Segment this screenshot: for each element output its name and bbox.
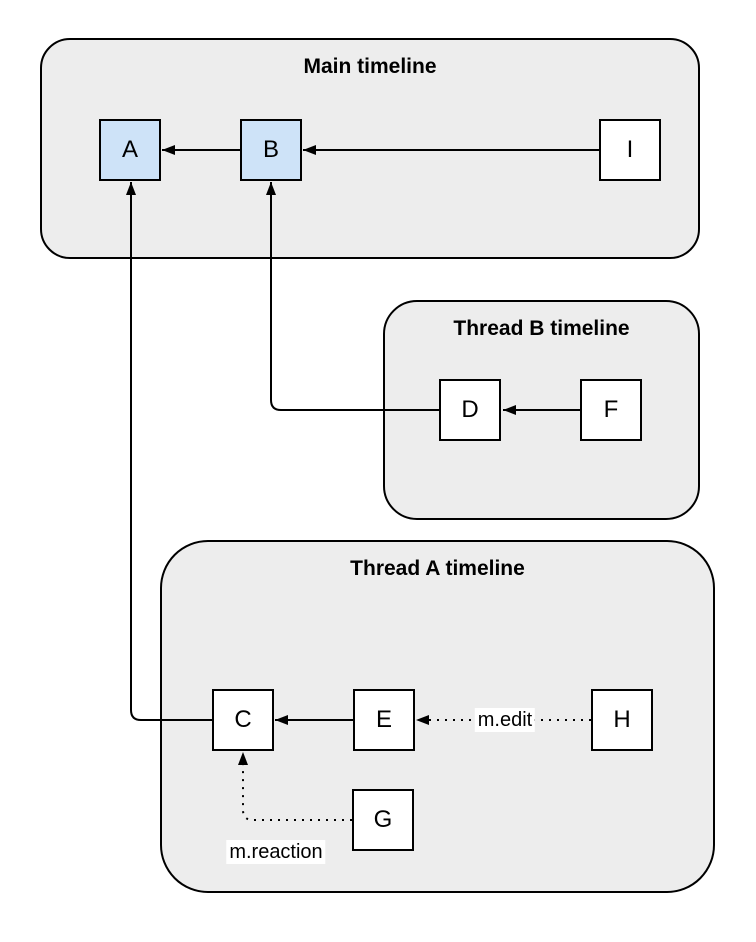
- thread-b-timeline-title: Thread B timeline: [453, 317, 630, 340]
- node-D: D: [439, 379, 501, 441]
- thread-b-timeline-container: Thread B timeline: [383, 300, 700, 520]
- node-I: I: [599, 119, 661, 181]
- node-H: H: [591, 689, 653, 751]
- edge-label-m-reaction: m.reaction: [226, 840, 326, 864]
- edge-label-m-edit: m.edit: [474, 708, 536, 732]
- node-F: F: [580, 379, 642, 441]
- thread-a-timeline-title: Thread A timeline: [350, 557, 525, 580]
- node-G: G: [352, 789, 414, 851]
- node-B: B: [240, 119, 302, 181]
- main-timeline-title: Main timeline: [303, 55, 437, 78]
- node-E: E: [353, 689, 415, 751]
- node-A: A: [99, 119, 161, 181]
- node-C: C: [212, 689, 274, 751]
